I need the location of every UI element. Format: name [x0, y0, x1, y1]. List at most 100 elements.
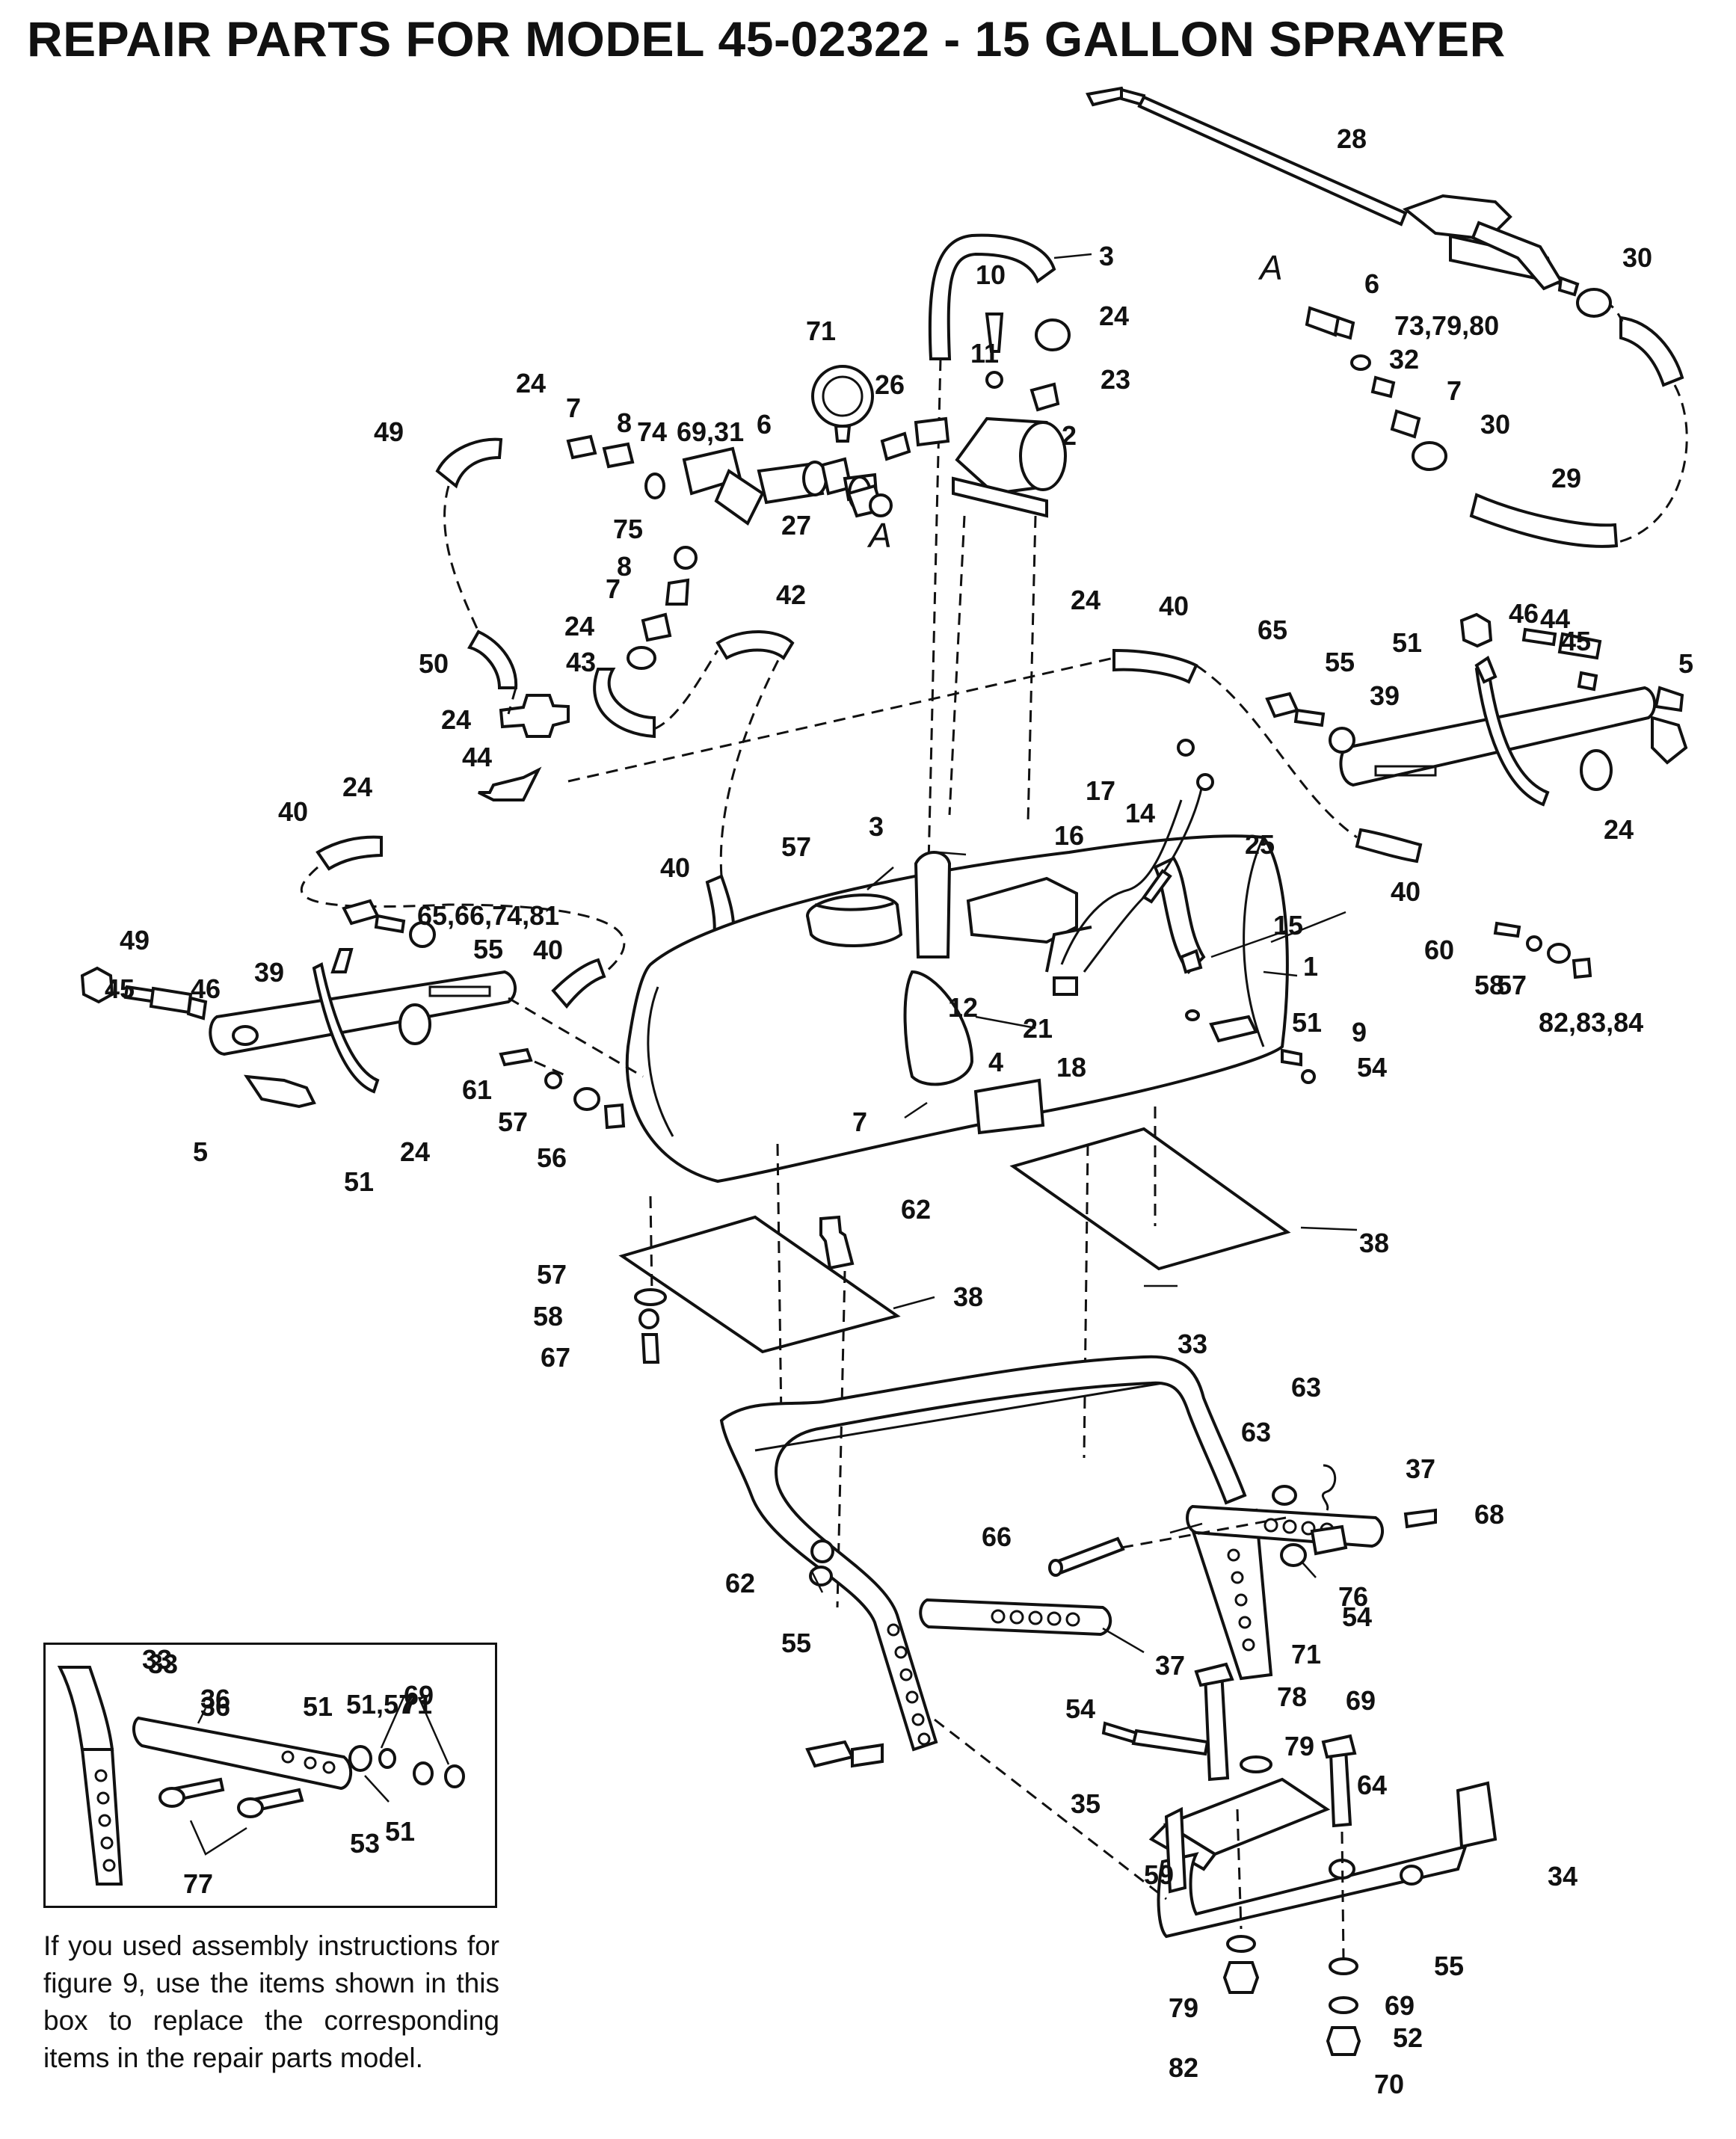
tank-wiring	[1053, 739, 1214, 996]
callout-label: 35	[1071, 1788, 1101, 1819]
callout-label: 61	[462, 1074, 492, 1105]
callout-label: 6	[1364, 268, 1379, 299]
callout-label: 33	[1178, 1329, 1207, 1359]
inset-callout-label: 36	[200, 1684, 230, 1714]
callout-label: 62	[725, 1568, 755, 1598]
callout-label: 73,79,80	[1394, 310, 1499, 341]
callout-label: 66	[982, 1521, 1012, 1552]
callout-label: 79	[1284, 1731, 1314, 1761]
callout-label: 40	[660, 852, 690, 883]
callout-label: 51,57	[346, 1689, 413, 1720]
callout-label: 44	[462, 742, 492, 772]
callout-label: 3	[869, 811, 884, 842]
callout-label: 1	[1303, 951, 1318, 982]
callout-label: 64	[1357, 1770, 1387, 1800]
right-bracket	[1265, 612, 1688, 979]
tank-side-hardware	[1185, 1009, 1316, 1084]
callout-label: 17	[1086, 775, 1115, 806]
callout-label: 63	[1241, 1417, 1271, 1447]
callout-label: 6	[757, 409, 772, 440]
callout-label: 82,83,84	[1539, 1007, 1643, 1038]
connector-letter-pump: A	[867, 516, 892, 555]
callout-label: 46	[1509, 598, 1539, 629]
callout-label: 57	[1497, 970, 1527, 1000]
callout-label: 21	[1023, 1013, 1053, 1044]
leader-lines	[810, 253, 1358, 1654]
callout-label: 82	[1169, 2052, 1198, 2083]
callout-label: 54	[1342, 1601, 1372, 1632]
callout-label: 24	[564, 611, 594, 641]
bracket-holes	[991, 1518, 1335, 1627]
callout-label: 45	[105, 973, 135, 1004]
y-manifold	[566, 434, 893, 670]
callout-label: 59	[1144, 1859, 1174, 1890]
callout-label: 75	[613, 514, 643, 544]
callout-label: 55	[781, 1628, 811, 1658]
callout-label: 11	[970, 338, 999, 369]
callout-label: 14	[1125, 798, 1155, 828]
callout-label: 40	[1159, 591, 1189, 621]
callout-label: 62	[901, 1194, 931, 1225]
callout-label: 24	[1604, 814, 1634, 845]
callout-label: 63	[1291, 1372, 1321, 1403]
callout-label: 52	[1393, 2022, 1423, 2053]
callout-label: 49	[374, 416, 404, 447]
mounting-plates	[618, 1107, 1291, 1608]
callout-label: 69	[1346, 1685, 1376, 1716]
replacement-parts-inset	[43, 1643, 497, 1908]
callout-label: 27	[781, 510, 811, 541]
callout-label: 76	[1338, 1581, 1368, 1612]
callout-label: 60	[1424, 935, 1454, 965]
callout-label: 45	[1561, 626, 1591, 656]
frame	[719, 1355, 1273, 1768]
callout-label: 8	[617, 551, 632, 582]
callout-label: 24	[516, 368, 546, 398]
callout-label: 50	[419, 648, 449, 679]
callout-label: 46	[191, 973, 221, 1004]
callout-label: 51	[1392, 627, 1422, 658]
callout-label: 68	[1474, 1499, 1504, 1530]
callout-label: 37	[1406, 1453, 1435, 1484]
callout-label: 71	[1291, 1639, 1321, 1669]
page-title: REPAIR PARTS FOR MODEL 45-02322 - 15 GAL…	[27, 11, 1506, 67]
callout-label: 24	[441, 704, 471, 735]
callout-label: 5	[193, 1136, 208, 1167]
callout-label: 30	[1480, 409, 1510, 440]
callout-label: 54	[1357, 1052, 1387, 1083]
inset-note: If you used assembly instructions for fi…	[43, 1930, 499, 2073]
callout-label: 69,31	[677, 416, 744, 447]
suction-hoses	[300, 437, 1423, 1009]
callout-label: 65,66,74,81	[417, 900, 559, 931]
callout-label: 7	[852, 1107, 867, 1137]
inset-callout-label: 69	[404, 1680, 434, 1711]
callout-label: 8	[617, 407, 632, 438]
callout-label: 40	[278, 796, 308, 827]
callout-label: 30	[1622, 242, 1652, 273]
callout-label: 23	[1101, 364, 1130, 395]
callout-label: 77	[183, 1868, 213, 1899]
callout-label: 43	[566, 647, 596, 677]
callout-label: 28	[1337, 123, 1367, 154]
callout-label: 26	[875, 369, 905, 400]
callout-label: 24	[1071, 585, 1101, 615]
bypass-hose	[926, 233, 1056, 928]
callout-label: 29	[1551, 463, 1581, 493]
left-bracket	[80, 899, 644, 1130]
callout-label: 71	[806, 316, 836, 346]
wand-hose	[1469, 294, 1688, 548]
inset-callout-label: 51	[385, 1816, 415, 1847]
callout-label: 65	[1258, 615, 1287, 645]
callout-label: 24	[1099, 301, 1129, 331]
callout-label: 55	[1434, 1951, 1464, 1981]
callout-label: 7	[566, 393, 581, 423]
callout-label: 36	[200, 1691, 230, 1722]
hitch-assembly	[934, 1662, 1498, 2056]
callout-label: 24	[342, 772, 372, 802]
callout-label: 18	[1056, 1052, 1086, 1083]
callout-label: 39	[1370, 680, 1400, 711]
inset-callout-label: 33	[142, 1644, 172, 1675]
callout-label: 54	[1065, 1693, 1095, 1724]
callout-label: 55	[1325, 647, 1355, 677]
callout-label: 53	[350, 1828, 380, 1859]
callout-label: 38	[1359, 1228, 1389, 1258]
